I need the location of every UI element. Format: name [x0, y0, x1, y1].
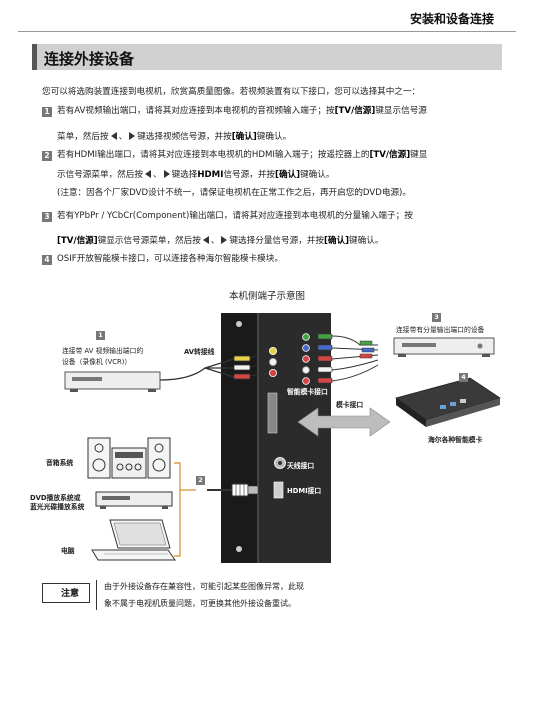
dvd-player	[95, 491, 173, 509]
av-plug-white	[233, 364, 251, 371]
header-rule	[18, 31, 516, 32]
item-1-line-2: 菜单，然后按、键选择视频信号源，并按[确认]键确认。	[57, 132, 292, 142]
left-arrow-icon	[202, 236, 209, 244]
intro-text: 您可以将选购装置连接到电视机，欣赏高质量图像。若视频装置有以下接口，您可以选择其…	[42, 87, 421, 97]
hdmi-port	[273, 481, 284, 499]
component-device	[393, 337, 495, 355]
hdmi-cable	[207, 483, 259, 497]
note-line-1: 由于外接设备存在兼容性，可能引起某些图像异常，此现	[104, 582, 304, 591]
av-jack-video	[268, 346, 277, 355]
section-title-bar: 连接外接设备	[32, 44, 502, 70]
item-number-3: 3	[42, 212, 52, 222]
haier-smart-card	[395, 377, 501, 427]
smart-card-port-label: 智能模卡接口	[287, 388, 328, 396]
diagram-number-4: 4	[459, 373, 468, 382]
av-jack-left	[268, 357, 277, 366]
component-jack-l	[302, 366, 310, 374]
antenna-port-label: 天线接口	[287, 462, 315, 470]
hdmi-port-label: HDMI接口	[287, 487, 322, 495]
diagram-number-3: 3	[432, 313, 441, 322]
item-2-line-2: 示信号源菜单，然后按、键选择HDMI信号源，并按[确认]键确认。	[57, 170, 335, 180]
card-slot-label: 模卡接口	[336, 401, 364, 409]
note-divider	[96, 580, 97, 610]
laptop	[91, 519, 176, 561]
component-device-label: 连接带有分量输出端口的设备	[396, 326, 485, 334]
note-line-2: 象不属于电视机质量问题，可更换其他外接设备重试。	[104, 599, 296, 608]
section-accent	[32, 44, 37, 70]
vcr-label-line2: 设备（录像机 (VCR)）	[62, 358, 132, 366]
panel-screw-bottom	[236, 546, 242, 552]
av-jack-right	[268, 368, 277, 377]
note-badge: 注意	[42, 583, 90, 603]
item-number-1: 1	[42, 107, 52, 117]
component-jack-pb	[302, 344, 310, 352]
av-plug-red	[233, 373, 251, 380]
left-arrow-icon	[110, 132, 117, 140]
dvd-label-line2: 蓝光光碟播放系统	[30, 503, 85, 511]
component-jack-r	[302, 377, 310, 385]
left-arrow-icon	[144, 170, 151, 178]
right-arrow-icon	[221, 236, 228, 244]
component-jack-y	[302, 333, 310, 341]
computer-label: 电脑	[61, 547, 75, 555]
av-cable-wire	[159, 367, 234, 381]
page-header-title: 安装和设备连接	[409, 12, 494, 26]
section-title: 连接外接设备	[44, 50, 135, 68]
component-jack-pr	[302, 355, 310, 363]
item-number-4: 4	[42, 255, 52, 265]
audio-system-label: 音箱系统	[46, 459, 74, 467]
diagram-number-2: 2	[196, 476, 205, 485]
right-arrow-icon	[129, 132, 136, 140]
note-tag: 注意	[61, 589, 80, 599]
vcr-label-line1: 连接带 AV 视频输出端口的	[62, 347, 144, 355]
smart-card-slot	[267, 392, 278, 434]
av-plug-yellow	[233, 355, 251, 362]
av-cable-label: AV转接线	[184, 348, 215, 356]
item-3-line-2: [TV/信源]键显示信号源菜单，然后按、键选择分量信号源，并按[确认]键确认。	[57, 236, 384, 246]
card-slot-double-arrow	[297, 407, 391, 437]
component-cable	[317, 333, 379, 384]
tv-panel-inner	[259, 313, 331, 563]
diagram-number-1: 1	[96, 331, 105, 340]
right-arrow-icon	[163, 170, 170, 178]
item-2-note: (注意：因各个厂家DVD设计不统一，请保证电视机在正常工作之后，再开启您的DVD…	[57, 188, 412, 198]
device-bracket	[174, 462, 181, 557]
item-number-2: 2	[42, 151, 52, 161]
panel-screw-top	[236, 321, 242, 327]
audio-system	[87, 437, 171, 479]
haier-card-label: 海尔各种智能模卡	[428, 436, 483, 444]
diagram-title: 本机侧端子示意图	[228, 291, 305, 302]
dvd-label-line1: DVD播放系统或	[30, 494, 81, 502]
